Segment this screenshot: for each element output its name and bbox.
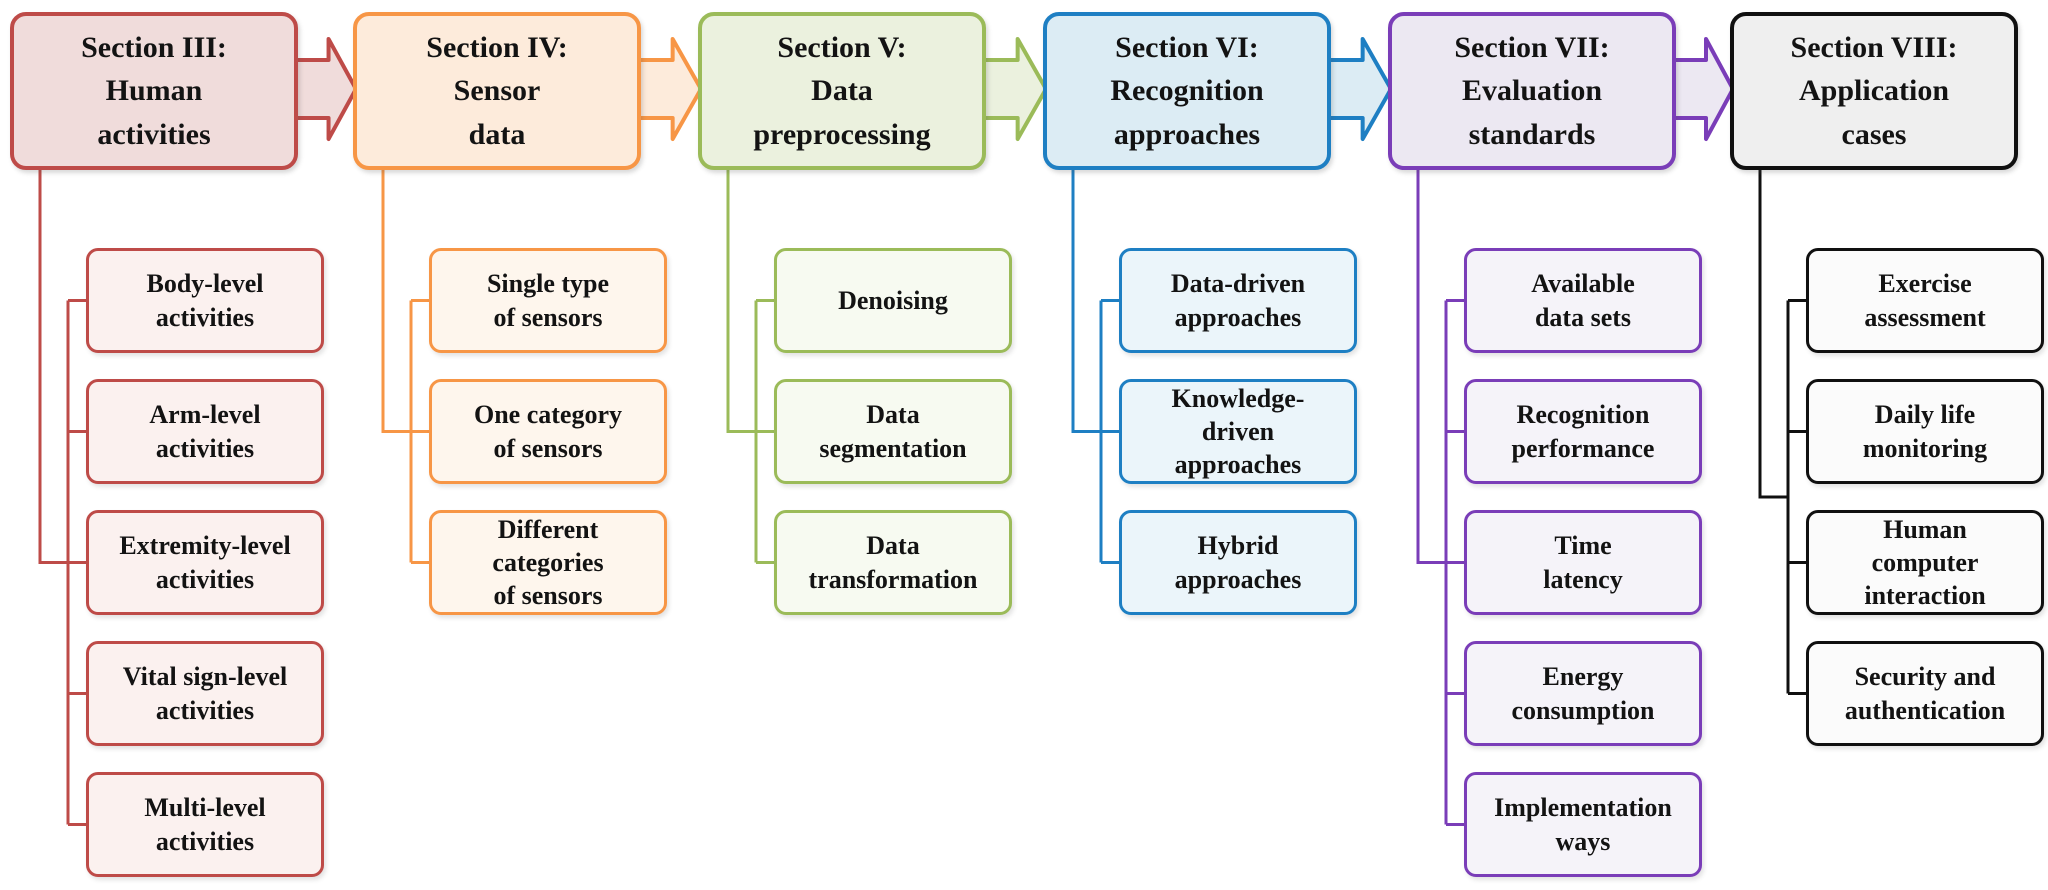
section-header-box: Section VI: Recognition approaches	[1043, 12, 1331, 170]
flow-arrow	[1671, 37, 1735, 141]
tree-connector	[1071, 168, 1123, 564]
section-header-box: Section IV: Sensor data	[353, 12, 641, 170]
topic-label: Vital sign-level activities	[122, 662, 288, 725]
topic-box: Multi-level activities	[86, 772, 324, 877]
topic-label: Time latency	[1543, 531, 1623, 594]
section-header-box: Section VII: Evaluation standards	[1388, 12, 1676, 170]
tree-connector	[726, 168, 778, 564]
topic-box: Arm-level activities	[86, 379, 324, 484]
section-header-box: Section V: Data preprocessing	[698, 12, 986, 170]
topic-box: Denoising	[774, 248, 1012, 353]
topic-box: Data transformation	[774, 510, 1012, 615]
section-header-box: Section III: Human activities	[10, 12, 298, 170]
section-column-iii: Section III: Human activities Body-level…	[10, 0, 324, 890]
topic-label: Knowledge- driven approaches	[1171, 383, 1305, 480]
topic-box: Available data sets	[1464, 248, 1702, 353]
tree-connector	[381, 168, 433, 564]
topic-label: Energy consumption	[1511, 662, 1655, 725]
section-title: Section VIII: Application cases	[1790, 30, 1958, 151]
topic-box: Single type of sensors	[429, 248, 667, 353]
topic-box: Vital sign-level activities	[86, 641, 324, 746]
flow-arrow	[981, 37, 1048, 141]
topic-box: Recognition performance	[1464, 379, 1702, 484]
topic-box: Human computer interaction	[1806, 510, 2044, 615]
topic-box: Body-level activities	[86, 248, 324, 353]
topic-box: Security and authentication	[1806, 641, 2044, 746]
topic-box: Different categories of sensors	[429, 510, 667, 615]
topic-box: Daily life monitoring	[1806, 379, 2044, 484]
section-title: Section III: Human activities	[81, 30, 227, 151]
section-column-viii: Section VIII: Application cases Exercise…	[1730, 0, 2044, 890]
topic-box: Knowledge- driven approaches	[1119, 379, 1357, 484]
topic-box: Exercise assessment	[1806, 248, 2044, 353]
topic-label: Arm-level activities	[149, 400, 261, 463]
topic-box: Data segmentation	[774, 379, 1012, 484]
topic-label: Hybrid approaches	[1174, 531, 1302, 594]
flow-arrow	[1326, 37, 1393, 141]
topic-box: Time latency	[1464, 510, 1702, 615]
topic-box: Energy consumption	[1464, 641, 1702, 746]
topic-label: Daily life monitoring	[1862, 400, 1988, 463]
topic-box: Implementation ways	[1464, 772, 1702, 877]
topic-label: Recognition performance	[1511, 400, 1655, 463]
section-column-iv: Section IV: Sensor data Single type of s…	[353, 0, 667, 890]
section-column-vi: Section VI: Recognition approaches Data-…	[1043, 0, 1357, 890]
section-header-box: Section VIII: Application cases	[1730, 12, 2018, 170]
topic-label: One category of sensors	[473, 400, 622, 463]
tree-connector	[38, 168, 90, 826]
flow-arrow	[293, 37, 358, 141]
topic-label: Data-driven approaches	[1170, 269, 1306, 332]
section-title: Section VI: Recognition approaches	[1110, 30, 1264, 151]
topic-box: One category of sensors	[429, 379, 667, 484]
topic-label: Single type of sensors	[486, 269, 610, 332]
topic-label: Human computer interaction	[1864, 514, 1986, 611]
section-column-v: Section V: Data preprocessing Denoising …	[698, 0, 1012, 890]
topic-label: Different categories of sensors	[492, 514, 604, 611]
topic-label: Available data sets	[1531, 269, 1635, 332]
flow-arrow	[636, 37, 703, 141]
topic-label: Body-level activities	[146, 269, 264, 332]
topic-label: Extremity-level activities	[119, 531, 291, 594]
section-title: Section VII: Evaluation standards	[1454, 30, 1610, 151]
topic-label: Data segmentation	[819, 400, 967, 463]
section-title: Section V: Data preprocessing	[753, 30, 931, 151]
section-column-vii: Section VII: Evaluation standards Availa…	[1388, 0, 1702, 890]
topic-box: Data-driven approaches	[1119, 248, 1357, 353]
topic-label: Security and authentication	[1844, 662, 2006, 725]
topic-label: Implementation ways	[1494, 793, 1672, 856]
topic-box: Extremity-level activities	[86, 510, 324, 615]
topic-box: Hybrid approaches	[1119, 510, 1357, 615]
topic-label: Multi-level activities	[144, 793, 266, 856]
section-title: Section IV: Sensor data	[426, 30, 568, 151]
topic-label: Denoising	[838, 285, 948, 315]
tree-connector	[1416, 168, 1468, 826]
topic-label: Data transformation	[808, 531, 978, 594]
tree-connector	[1758, 168, 1810, 695]
topic-label: Exercise assessment	[1864, 269, 1986, 332]
